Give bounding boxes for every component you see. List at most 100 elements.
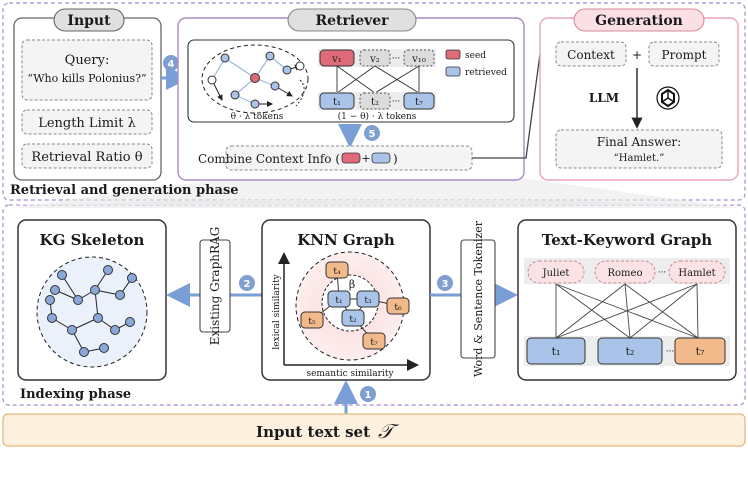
tkg-title: Text-Keyword Graph — [542, 231, 712, 249]
knn-x-label: semantic similarity — [306, 369, 394, 379]
kw-juliet-node — [527, 260, 585, 284]
v-ellipsis: ··· — [392, 54, 401, 64]
context-plus: + — [632, 48, 642, 62]
prompt-label: Prompt — [662, 48, 707, 62]
combine-plus: + — [361, 152, 370, 165]
knn-t3: t₃ — [364, 296, 372, 306]
step-4-label: 4 — [168, 59, 175, 70]
tokenizer-box — [460, 239, 496, 359]
tkg-edges — [555, 283, 699, 339]
kw-hamlet-label: Hamlet — [678, 268, 715, 279]
kw-romeo-node — [594, 260, 656, 284]
input-text-set-bar — [2, 413, 746, 447]
tkg-ellipsis: ··· — [666, 347, 675, 357]
retrieval-ratio-box — [21, 143, 153, 169]
openai-logo-icon — [656, 86, 680, 110]
query-label: Query: — [65, 53, 110, 68]
kg-circle — [36, 256, 148, 368]
context-box — [555, 41, 627, 67]
knn-t5: t₅ — [308, 317, 316, 327]
knn-t7: t₇ — [370, 338, 378, 348]
step-badge-4 — [163, 55, 179, 71]
step-badge-5 — [364, 125, 380, 141]
kw-juliet-label: Juliet — [542, 268, 570, 279]
retriever-title-pill — [287, 8, 417, 32]
final-answer-label: Final Answer: — [597, 135, 681, 149]
knn-nodes — [300, 261, 410, 350]
input-text-set-label: Input text set — [256, 423, 370, 441]
graph-tokens-label: θ · λ tokens — [231, 112, 284, 122]
step-1-label: 1 — [365, 390, 372, 401]
knn-t6: t₆ — [394, 303, 402, 313]
input-title-pill — [53, 8, 125, 32]
mini-graph-curve — [295, 79, 305, 107]
retrieval-phase-label: Retrieval and generation phase — [10, 183, 239, 198]
tkg-t2-label: t₂ — [626, 345, 635, 358]
generation-title: Generation — [595, 13, 683, 29]
legend-seed-label: seed — [465, 51, 486, 61]
tkg-t1-label: t₁ — [552, 345, 561, 358]
v1-label: v₁ — [331, 54, 342, 65]
ret-t2-label: t₂ — [371, 97, 379, 108]
step-3-label: 3 — [442, 279, 449, 290]
tkg-t2-node — [597, 337, 663, 365]
combine-retrieved-swatch — [371, 152, 391, 164]
kg-nodes — [45, 265, 137, 357]
legend-retrieved-label: retrieved — [465, 68, 507, 78]
v10-label: v₁₀ — [411, 54, 426, 65]
final-answer-text: “Hamlet.” — [614, 153, 665, 164]
llm-label: LLM — [589, 91, 619, 105]
knn-y-label: lexical similarity — [272, 273, 282, 349]
mini-graph-nodes — [207, 51, 305, 109]
ret-t1-node — [319, 92, 355, 110]
legend-seed-swatch — [445, 49, 461, 60]
step-badge-3 — [437, 275, 453, 291]
legend-retrieved-swatch — [445, 66, 461, 77]
knn-t4: t₄ — [333, 267, 341, 277]
input-title: Input — [67, 13, 111, 29]
prompt-box — [648, 41, 720, 67]
ret-t7-label: t₇ — [415, 97, 423, 108]
tkg-t7-node — [674, 337, 726, 365]
combine-seed-swatch — [341, 152, 361, 164]
generation-title-pill — [573, 8, 705, 32]
funnel-shade-2 — [10, 178, 740, 208]
knn-t2: t₂ — [349, 315, 357, 325]
combine-label: Combine Context Info ( — [198, 152, 340, 166]
text-tokens-label: (1 − θ) · λ tokens — [338, 111, 417, 122]
retrieval-ratio-label: Retrieval Ratio θ — [31, 150, 142, 165]
step-5-label: 5 — [369, 129, 376, 140]
step-badge-1 — [360, 386, 376, 402]
v-t-links — [336, 65, 420, 94]
kw-ellipsis: ··· — [658, 268, 667, 278]
ret-t1-label: t₁ — [333, 97, 341, 108]
kw-hamlet-node — [668, 260, 726, 284]
retriever-title: Retriever — [315, 13, 389, 29]
context-label: Context — [567, 48, 615, 62]
tkg-t7-label: t₇ — [696, 345, 705, 358]
query-text: “Who kills Polonius?” — [27, 72, 146, 85]
tkg-t1-node — [526, 337, 586, 365]
existing-graphrag-box — [199, 239, 231, 333]
tokenizer-label: Word & Sentence Tokenizer — [472, 220, 485, 377]
query-box — [21, 39, 153, 101]
knn-graph-title: KNN Graph — [297, 231, 395, 249]
ret-t2-node — [359, 92, 391, 110]
kg-skeleton-title: KG Skeleton — [40, 231, 145, 249]
final-answer-box — [555, 129, 723, 169]
step-2-label: 2 — [244, 279, 251, 290]
indexing-phase-label: Indexing phase — [20, 387, 131, 402]
length-limit-label: Length Limit λ — [38, 116, 136, 131]
knn-t1: t₁ — [335, 296, 342, 306]
step-badge-2 — [239, 275, 255, 291]
existing-graphrag-label: Existing GraphRAG — [208, 227, 222, 346]
t-ellipsis: ··· — [392, 97, 401, 107]
knn-beta: β — [349, 278, 355, 291]
length-limit-box — [21, 109, 153, 135]
ret-t7-node — [403, 92, 435, 110]
combine-close: ) — [393, 152, 398, 166]
v2-label: v₂ — [369, 54, 380, 65]
kw-romeo-label: Romeo — [608, 268, 643, 279]
